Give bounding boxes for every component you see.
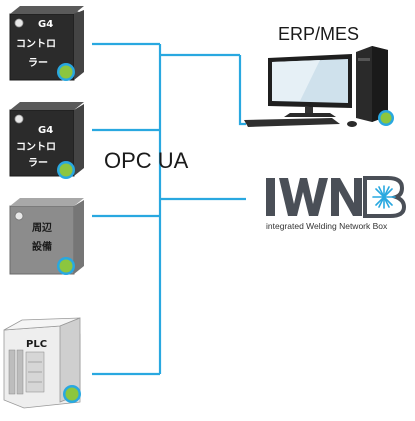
device-peripheral-equipment: 周辺 設備 [9, 198, 84, 275]
peripheral-box-icon [9, 198, 84, 275]
device-3-line1: 周辺 [32, 222, 52, 234]
logo-subtitle: integrated Welding Network Box [266, 221, 388, 231]
device-2-line3: ラー [28, 157, 48, 169]
plc-cabinet-icon [3, 317, 81, 409]
network-node-icon [63, 385, 81, 403]
device-4-line1: PLC [26, 339, 47, 350]
device-2-line1: G4 [38, 125, 53, 136]
branch-line-server-down [238, 55, 246, 126]
device-1-line3: ラー [28, 57, 48, 69]
device-2-line2: コントロ [16, 141, 56, 153]
protocol-label: OPC UA [104, 148, 189, 173]
network-node-icon [57, 63, 75, 81]
network-node-icon [57, 257, 75, 275]
device-plc: PLC [3, 317, 81, 409]
controller-box-icon [9, 6, 84, 81]
device-1-line2: コントロ [16, 38, 56, 50]
device-1-line1: G4 [38, 19, 53, 30]
server-label: ERP/MES [278, 24, 359, 44]
desktop-computer-icon [244, 46, 394, 127]
device-3-line2: 設備 [32, 240, 52, 253]
snowflake-star-icon [372, 185, 396, 209]
device-g4-controller-1: G4 コントロ ラー [9, 6, 84, 81]
iwnb-logo: integrated Welding Network Box [266, 176, 407, 231]
network-node-icon [57, 161, 75, 179]
device-g4-controller-2: G4 コントロ ラー [9, 102, 84, 179]
network-lines [92, 42, 246, 376]
